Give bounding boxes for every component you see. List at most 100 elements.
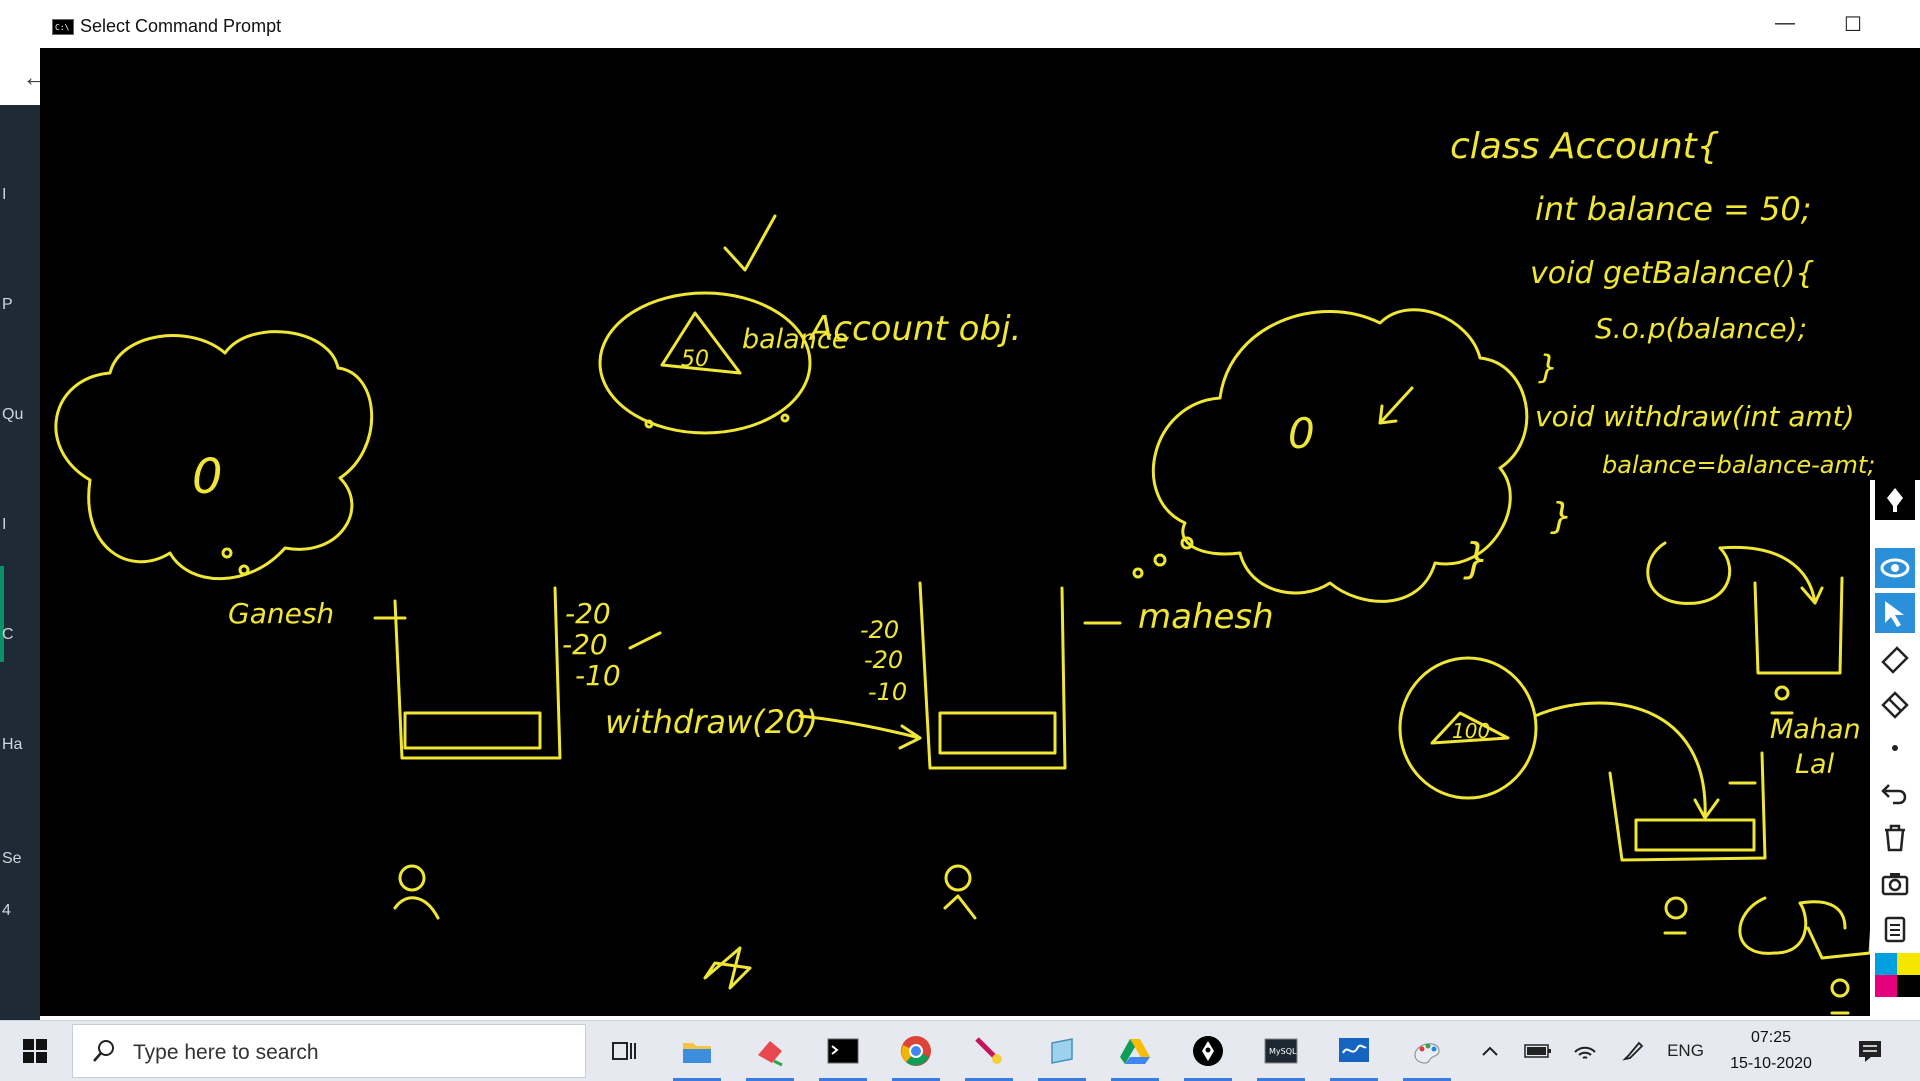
pointer-icon[interactable] (1875, 593, 1915, 633)
sidebar-item[interactable]: Qu (2, 406, 24, 423)
bottom-stack-ink (1608, 751, 1767, 862)
sidebar-active-indicator (0, 566, 4, 662)
whiteboard-app-icon[interactable] (1322, 1021, 1386, 1081)
notes-app-icon[interactable] (1030, 1021, 1094, 1081)
file-explorer-icon[interactable] (665, 1021, 729, 1081)
user-left-name: Ganesh (228, 597, 334, 630)
right-cloud-ink (1151, 308, 1529, 603)
small-object-triangle-ink (1430, 711, 1510, 745)
undo-icon[interactable] (1875, 773, 1915, 813)
small-object-circle-ink (1398, 656, 1538, 800)
user-right-name: mahesh (1138, 597, 1274, 637)
person-bottom-right-ink (1663, 896, 1688, 935)
dot-icon[interactable] (1875, 728, 1915, 768)
sidebar-item[interactable]: 4 (2, 902, 11, 919)
cloud-left-value: 0 (192, 449, 223, 505)
user-bottom-right-first: Mahan (1770, 714, 1861, 745)
eraser-app-icon[interactable] (738, 1021, 802, 1081)
bottom-stack-frame-ink (1634, 818, 1756, 852)
left-stack-ink (393, 586, 562, 760)
pen-app-icon[interactable] (1176, 1021, 1240, 1081)
start-button[interactable] (0, 1021, 70, 1081)
class-line-2: int balance = 50; (1535, 190, 1812, 228)
color-palette[interactable] (1875, 953, 1920, 1019)
ink-text-layer: class Account{ int balance = 50; void ge… (192, 126, 1875, 780)
stack-left-value-1: -20 (565, 597, 611, 630)
person-top-right-ink (1770, 685, 1794, 715)
google-drive-icon[interactable] (1103, 1021, 1167, 1081)
top-right-stack-ink (1753, 576, 1844, 675)
eraser-icon[interactable] (1875, 683, 1915, 723)
language-indicator[interactable]: ENG (1667, 1041, 1704, 1060)
background-app: ← I P Qu I C Ha Se 4 (0, 0, 48, 1020)
object-field: balance (742, 324, 848, 355)
stack-left-value-2: -20 (562, 628, 608, 661)
command-prompt-window[interactable]: C:\ Select Command Prompt — ☐ (40, 4, 1920, 1016)
window-titlebar[interactable]: C:\ Select Command Prompt — ☐ (40, 4, 1920, 48)
battery-icon[interactable] (1515, 1021, 1560, 1081)
bottom-right-blob-ink (1738, 896, 1874, 960)
sidebar-item[interactable]: Ha (2, 736, 23, 753)
trash-icon[interactable] (1875, 818, 1915, 858)
sidebar-item[interactable]: I (2, 516, 7, 533)
command-prompt-icon[interactable] (811, 1021, 875, 1081)
object-label: Account obj. (808, 309, 1021, 349)
curve-arrow-ink (1533, 701, 1720, 820)
whiteboard-canvas[interactable]: class Account{ int balance = 50; void ge… (40, 48, 1920, 1016)
sidebar-item[interactable]: C (2, 626, 14, 643)
object-circle-ink (598, 291, 812, 435)
checkmark-ink (723, 214, 777, 272)
class-line-9: } (1463, 534, 1490, 583)
search-icon (93, 1040, 114, 1062)
method-call: withdraw(20) (605, 703, 818, 741)
small-object-value: 100 (1452, 719, 1490, 743)
highlighter-icon[interactable] (1875, 638, 1915, 678)
person-bottom-far-right-ink (1830, 978, 1850, 1015)
window-title: Select Command Prompt (80, 16, 282, 36)
ink-layer (54, 214, 1874, 1015)
class-line-3: void getBalance(){ (1530, 256, 1814, 291)
mysql-icon[interactable]: MySQL (1249, 1021, 1313, 1081)
stack-right-value-2: -20 (864, 646, 903, 674)
chrome-icon[interactable] (884, 1021, 948, 1081)
class-line-5: } (1538, 348, 1558, 386)
clipboard-icon[interactable] (1875, 908, 1915, 948)
windows-logo-icon (23, 1039, 47, 1063)
background-app-sidebar (0, 105, 40, 1020)
camera-icon[interactable] (1875, 863, 1915, 903)
top-right-blob-ink (1646, 541, 1824, 605)
stack-right-value-1: -20 (860, 616, 899, 644)
task-view-icon[interactable] (592, 1021, 656, 1081)
object-triangle-ink (660, 311, 742, 375)
class-line-4: S.o.p(balance); (1595, 312, 1807, 345)
class-line-7: balance=balance-amt; (1602, 451, 1875, 479)
object-value: 50 (681, 347, 709, 372)
withdraw-arrow-ink (798, 714, 922, 750)
person-mahesh-ink (943, 864, 977, 920)
system-clock[interactable]: 07:25 15-10-2020 (1716, 1025, 1826, 1077)
pen-icon[interactable] (1875, 480, 1915, 520)
sidebar-item[interactable]: I (2, 186, 7, 203)
wifi-icon[interactable] (1562, 1021, 1607, 1081)
sidebar-item[interactable]: Se (2, 850, 22, 867)
right-stack-ink (918, 581, 1067, 770)
chevron-up-icon[interactable] (1470, 1021, 1510, 1081)
paint-brush-app-icon[interactable] (957, 1021, 1021, 1081)
eye-icon[interactable] (1875, 548, 1915, 588)
svg-text:MySQL: MySQL (1269, 1047, 1297, 1056)
person-ganesh-ink (393, 864, 440, 920)
pen-workspace-icon[interactable] (1610, 1021, 1655, 1081)
maximize-button[interactable]: ☐ (1844, 14, 1862, 36)
stack-left-value-3: -10 (575, 659, 621, 692)
class-line-1: class Account{ (1450, 126, 1720, 167)
taskbar-search[interactable]: Type here to search (72, 1024, 586, 1078)
left-stack-frame-ink (403, 711, 542, 750)
right-stack-frame-ink (938, 711, 1057, 755)
notification-center-icon[interactable] (1845, 1021, 1895, 1081)
command-prompt-icon: C:\ (52, 19, 74, 35)
stack-right-value-3: -10 (868, 678, 907, 706)
class-line-8: } (1550, 496, 1573, 537)
sidebar-item[interactable]: P (2, 296, 13, 313)
paint-3d-icon[interactable] (1395, 1021, 1459, 1081)
minimize-button[interactable]: — (1775, 12, 1795, 34)
